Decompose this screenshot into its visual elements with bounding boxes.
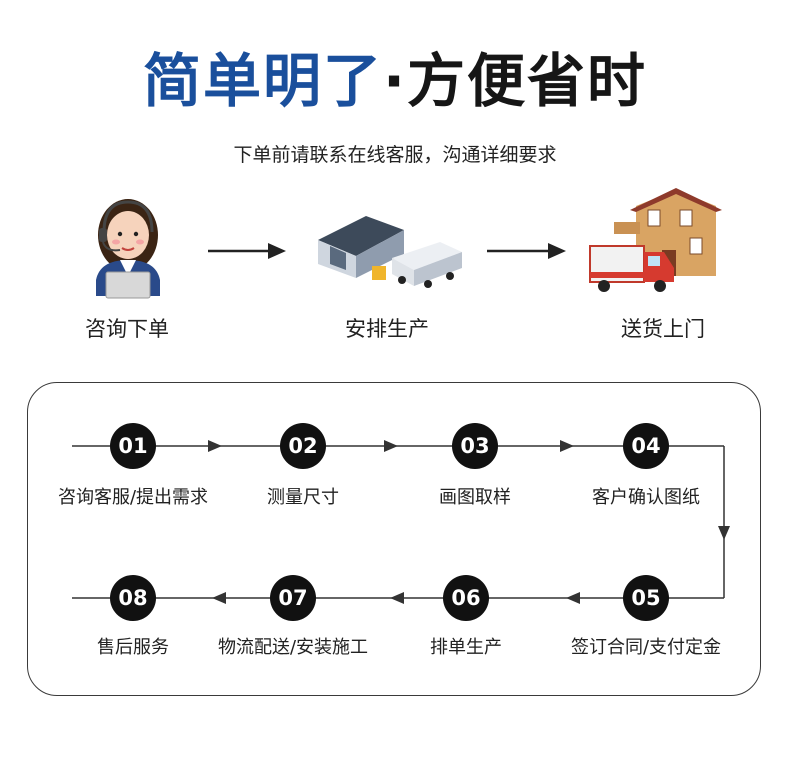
step-label: 售后服务 [97,637,169,658]
step-label: 咨询客服/提出需求 [57,487,209,508]
flow-arrow-icon [487,243,566,259]
flow-arrowhead [390,592,404,604]
step-label: 物流配送/安装施工 [217,637,369,658]
top-step-label: 安排生产 [345,317,429,341]
step-label: 排单生产 [430,637,502,658]
flow-arrowhead [560,440,574,452]
step-label: 客户确认图纸 [592,487,700,508]
top-step-label: 咨询下单 [85,317,169,341]
top-step-label: 送货上门 [621,317,705,341]
step-number-badge: 03 [452,423,498,469]
flow-arrow-icon [208,243,286,259]
flow-arrowhead [208,440,222,452]
flow-arrowhead [718,526,730,540]
flow-arrowhead [212,592,226,604]
step-label: 画图取样 [439,487,511,508]
flow-arrowhead [384,440,398,452]
step-label: 测量尺寸 [267,487,339,508]
step-label: 签订合同/支付定金 [570,637,722,658]
process-panel [27,382,761,696]
top-steps-illustration [96,188,722,299]
title-separator: · [382,47,408,115]
step-number-badge: 08 [110,575,156,621]
step-number-badge: 05 [623,575,669,621]
title-part-1: 简单明了 [142,47,383,115]
delivery-house-icon [589,188,722,292]
subtitle: 下单前请联系在线客服，沟通详细要求 [233,144,557,166]
step-number-badge: 04 [623,423,669,469]
customer-service-icon [96,199,160,299]
page-title: 简单明了·方便省时 [0,52,790,110]
title-part-2: 方便省时 [407,47,648,115]
step-number-badge: 01 [110,423,156,469]
factory-warehouse-icon [318,216,462,288]
flow-arrowhead [566,592,580,604]
step-number-badge: 07 [270,575,316,621]
step-number-badge: 06 [443,575,489,621]
process-flow-lines [72,440,730,604]
step-number-badge: 02 [280,423,326,469]
